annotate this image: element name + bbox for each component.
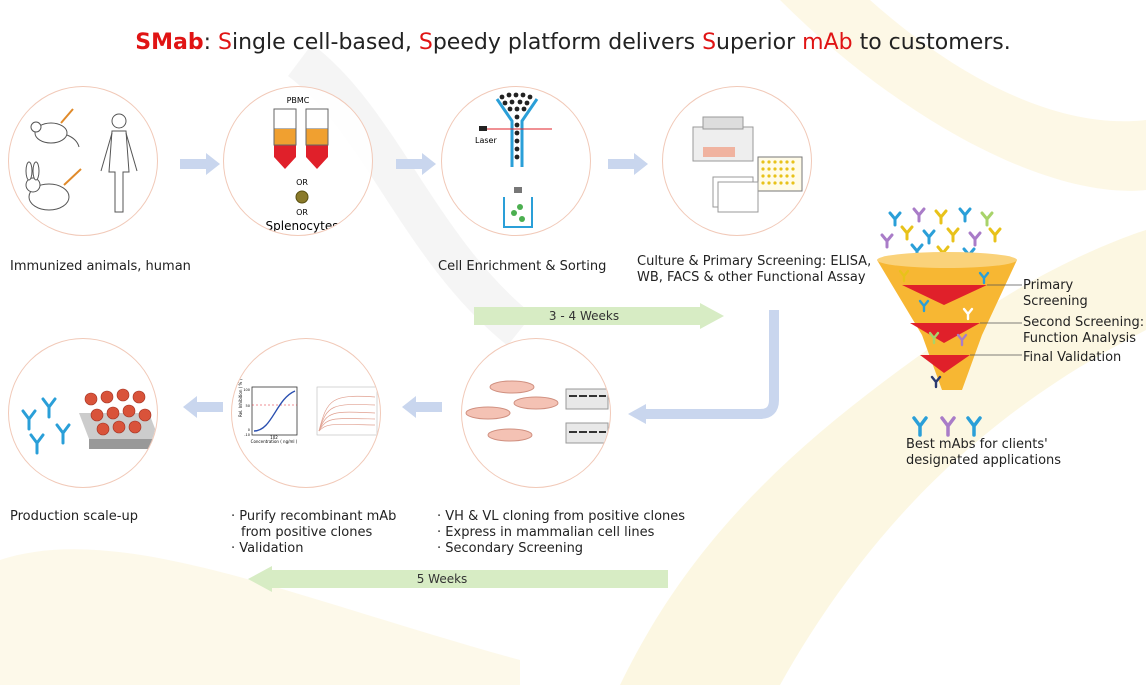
or-label-1: OR [296, 178, 308, 187]
cloning-list: · VH & VL cloning from positive clones ·… [437, 509, 685, 557]
cloning-illustration [465, 380, 609, 444]
purify-text-2: from positive clones [241, 525, 373, 540]
screening-illustration [692, 116, 803, 213]
chart-ytick-mid: 50 [246, 404, 250, 408]
arrow-left-1 [183, 396, 223, 418]
chart-ylabel: Rel. Inhibition ( % ) [238, 378, 243, 417]
production-illustration [21, 388, 157, 455]
circle-cloning [461, 338, 611, 488]
purify-item-2: · Validation [231, 541, 396, 557]
purify-text-1: Purify recombinant mAb [239, 509, 397, 524]
title-s1: S [218, 30, 232, 55]
title-mab: mAb [802, 30, 853, 55]
timeline-arrow-top: 3 - 4 Weeks [474, 303, 724, 329]
arrow-right-3 [608, 153, 648, 175]
title-colon: : [203, 30, 219, 55]
label-production: Production scale-up [10, 509, 138, 524]
circle-pbmc: PBMC OR OR Splenocytes [223, 86, 373, 236]
express-text: Express in mammalian cell lines [445, 525, 655, 540]
timeline-arrow-bottom: 5 Weeks [248, 566, 668, 592]
title-text4: to customers. [852, 30, 1011, 55]
best-mabs-1: Best mAbs for clients' [906, 437, 1048, 452]
laser-label: Laser [475, 136, 497, 145]
splenocytes-label: Splenocytes [266, 219, 339, 233]
chart-ytick-bottom: -10 [244, 433, 250, 437]
bullet: · [231, 509, 236, 524]
arrow-left-2 [402, 396, 442, 418]
title-text2: peedy platform delivers [432, 30, 703, 55]
title-brand: SMab [135, 30, 204, 55]
purify-item-1b: from positive clones [231, 525, 396, 541]
circle-immunized [8, 86, 158, 236]
funnel-second-1: Second Screening: [1023, 315, 1145, 330]
tubes-illustration: PBMC OR OR Splenocytes [266, 96, 339, 233]
funnel-diagram [877, 207, 1022, 390]
purify-item-1: · Purify recombinant mAb [231, 509, 396, 525]
circle-sorting: Laser [441, 86, 591, 236]
cloning-item-2: · Express in mammalian cell lines [437, 525, 685, 541]
funnel-primary-1: Primary [1023, 278, 1074, 293]
funnel-second-2: Function Analysis [1023, 331, 1136, 346]
best-mabs-icons [912, 416, 982, 437]
chart-ytick-top: 100 [243, 388, 250, 392]
funnel-primary-2: Screening [1023, 294, 1088, 309]
title-s2: S [418, 30, 433, 55]
arrow-right-1 [180, 153, 220, 175]
sorter-illustration: Laser [475, 92, 552, 228]
timeline-bottom-label: 5 Weeks [417, 572, 468, 586]
animals-illustration [25, 108, 138, 213]
title-s3: S [702, 30, 717, 55]
bullet: · [437, 509, 442, 524]
timeline-top-label: 3 - 4 Weeks [549, 309, 619, 323]
title-text3: uperior [716, 30, 803, 55]
purify-list: · Purify recombinant mAb from positive c… [231, 509, 396, 557]
chart-xlabel: Concentration ( ng/ml ) [251, 439, 298, 444]
circle-purify: Rel. Inhibition ( % ) Concentration ( ng… [231, 338, 381, 488]
secondary-text: Secondary Screening [445, 541, 584, 556]
or-label-2: OR [296, 208, 308, 217]
connector-arrow [628, 310, 779, 424]
arrow-right-2 [396, 153, 436, 175]
page-title: SMab: Single cell-based, Speedy platform… [0, 30, 1146, 55]
funnel-final: Final Validation [1023, 350, 1122, 365]
label-culture-1: Culture & Primary Screening: ELISA, [637, 254, 872, 269]
validation-text: Validation [239, 541, 304, 556]
label-enrichment: Cell Enrichment & Sorting [438, 259, 607, 274]
bullet: · [437, 541, 442, 556]
chart-xtick: 102 [270, 435, 278, 440]
vh-vl-text: VH & VL cloning from positive clones [445, 509, 686, 524]
label-immunized: Immunized animals, human [10, 259, 191, 274]
circle-production [8, 338, 158, 488]
chart-ytick-low: 0 [248, 428, 250, 432]
bullet: · [231, 541, 236, 556]
bullet: · [437, 525, 442, 540]
inhibition-chart: Rel. Inhibition ( % ) Concentration ( ng… [238, 378, 378, 444]
best-mabs-2: designated applications [906, 453, 1062, 468]
cloning-item-3: · Secondary Screening [437, 541, 685, 557]
circle-screening [662, 86, 812, 236]
title-text1: ingle cell-based, [231, 30, 419, 55]
cloning-item-1: · VH & VL cloning from positive clones [437, 509, 685, 525]
pbmc-label: PBMC [287, 96, 310, 105]
label-culture-2: WB, FACS & other Functional Assay [637, 270, 866, 285]
